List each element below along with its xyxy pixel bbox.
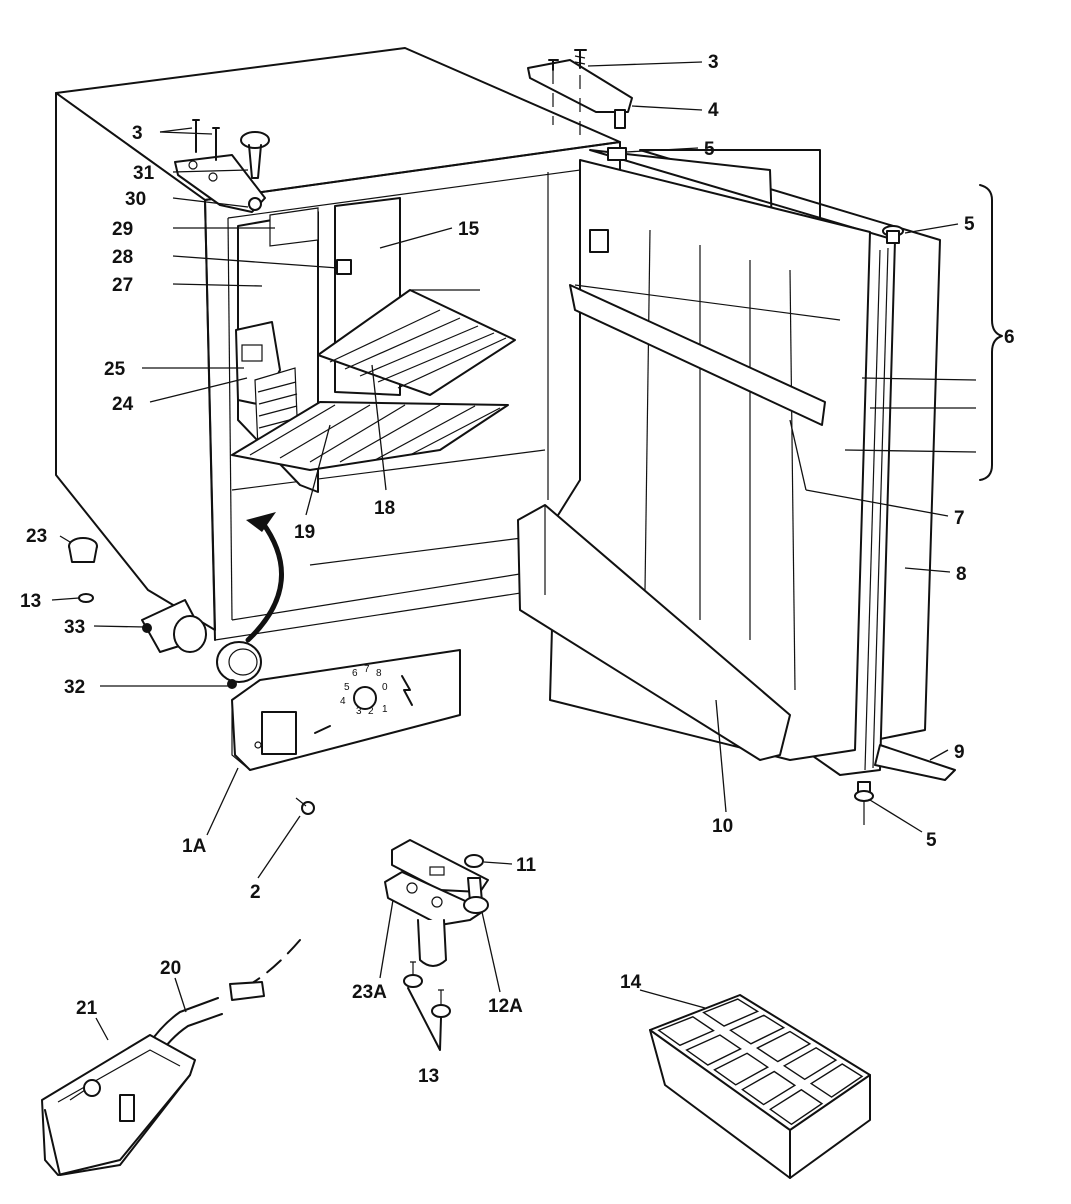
- callout-1A: 1A: [182, 836, 207, 857]
- callout-12A: 12A: [488, 996, 523, 1017]
- dial-number: 7: [364, 664, 370, 675]
- curved-arrow: [245, 512, 284, 643]
- callout-11: 11: [516, 855, 537, 876]
- door-clip: [589, 229, 609, 253]
- callout-19: 19: [294, 522, 315, 543]
- dial-number: 0: [382, 682, 388, 693]
- callout-5: 5: [964, 214, 975, 235]
- callout-14: 14: [620, 972, 642, 993]
- cabinet-front-left-edge: [204, 199, 216, 641]
- top-hinge-left: [174, 119, 270, 213]
- callout-29: 29: [112, 219, 133, 240]
- callout-23A: 23A: [352, 982, 387, 1003]
- top-hinge-4: [527, 49, 633, 135]
- latch-29: [269, 207, 319, 247]
- callout-10: 10: [712, 816, 733, 837]
- callout-6: 6: [1004, 327, 1015, 348]
- callout-labels: 3 4 5 3 31 30 29 28 27 15 5 6 25 24 19 1…: [20, 52, 1015, 1087]
- door-assembly: [517, 149, 956, 781]
- screw: [574, 49, 587, 69]
- callout-7: 7: [954, 508, 965, 529]
- dial-number: 4: [340, 696, 346, 707]
- shelf-lower-19: [231, 401, 509, 471]
- callout-3: 3: [132, 123, 143, 144]
- washer-11: [464, 854, 484, 868]
- callout-4: 4: [708, 100, 719, 121]
- ice-cell: [741, 1070, 797, 1106]
- ice-cell: [713, 1052, 770, 1086]
- callout-27: 27: [112, 275, 133, 296]
- knob-31: [240, 131, 270, 149]
- ice-tray-14: [649, 994, 871, 1179]
- callout-21: 21: [76, 998, 98, 1019]
- foot-23: [68, 537, 98, 603]
- callout-31: 31: [133, 163, 155, 184]
- hinge-pin-5-top: [882, 225, 904, 244]
- leader-lines: [51, 61, 977, 1041]
- ice-cell: [755, 1030, 812, 1063]
- dial-number: 1: [382, 704, 388, 715]
- callout-32: 32: [64, 677, 85, 698]
- hinge-pin-5-bottom: [854, 781, 874, 825]
- callout-8: 8: [956, 564, 967, 585]
- dial-number: 3: [356, 706, 362, 717]
- bracket-6: [979, 184, 1003, 481]
- callout-13: 13: [20, 591, 41, 612]
- screw-2: [295, 797, 315, 815]
- ice-cell: [702, 998, 760, 1027]
- ice-cells: [657, 998, 864, 1126]
- callout-2: 2: [250, 882, 261, 903]
- callout-18: 18: [374, 498, 395, 519]
- dial-number: 5: [344, 682, 350, 693]
- shelf-upper-18: [317, 289, 516, 396]
- hinge-plate-9: [874, 744, 956, 781]
- callout-5: 5: [926, 830, 937, 851]
- callout-25: 25: [104, 359, 126, 380]
- callout-9: 9: [954, 742, 965, 763]
- ice-cell: [769, 1088, 824, 1126]
- washer-13: [78, 593, 94, 603]
- dial-number: 6: [352, 668, 358, 679]
- ice-cell: [657, 1016, 715, 1047]
- dial-number: 8: [376, 668, 382, 679]
- callout-13: 13: [418, 1066, 439, 1087]
- callout-15: 15: [458, 219, 480, 240]
- screw: [548, 59, 559, 71]
- dial-number: 2: [368, 706, 374, 717]
- bottom-hinge-bracket: [384, 839, 489, 1051]
- electric-symbol: [401, 675, 413, 706]
- clip-28: [336, 259, 352, 275]
- indicator-window: [261, 711, 297, 755]
- callout-28: 28: [112, 247, 133, 268]
- callout-24: 24: [112, 394, 134, 415]
- ice-cell: [809, 1063, 864, 1098]
- vent-cap-33: [141, 599, 207, 653]
- callout-33: 33: [64, 617, 85, 638]
- hinge-pin: [607, 147, 627, 161]
- callout-23: 23: [26, 526, 47, 547]
- callout-20: 20: [160, 958, 181, 979]
- callout-30: 30: [125, 189, 146, 210]
- thermostat-dial: [353, 686, 377, 710]
- vent-cap-32: [216, 641, 262, 689]
- drip-tray-21: [41, 1034, 196, 1176]
- callout-5: 5: [704, 139, 715, 160]
- ice-cell: [685, 1034, 742, 1066]
- ice-cell: [729, 1014, 786, 1045]
- ice-cell: [782, 1046, 838, 1081]
- door-bar-7: [569, 284, 826, 426]
- callout-3: 3: [708, 52, 719, 73]
